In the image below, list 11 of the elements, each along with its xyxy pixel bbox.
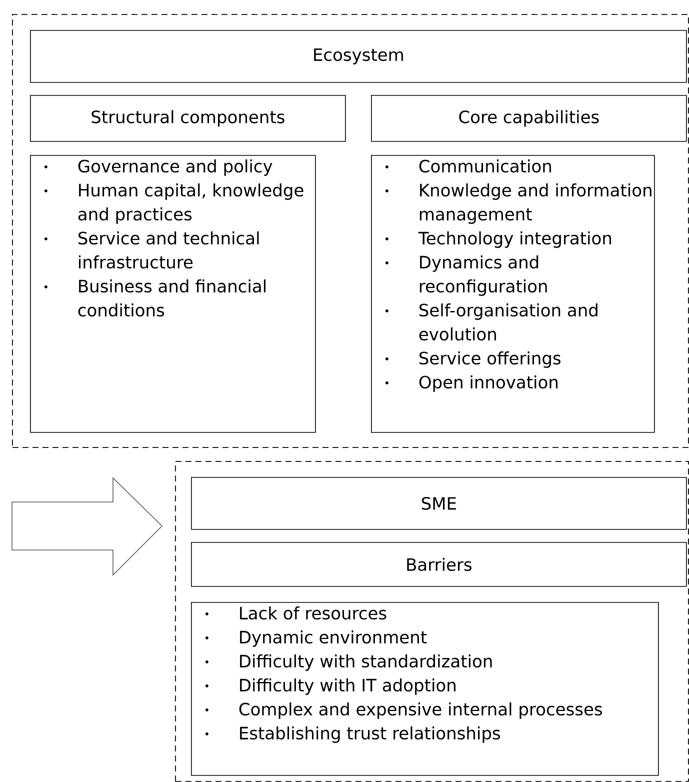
block-arrow: [12, 477, 163, 576]
heading-box: Core capabilities: [371, 95, 687, 142]
heading-box: Structural components: [30, 95, 346, 142]
heading-box: Ecosystem: [30, 30, 687, 83]
heading-box: Barriers: [191, 542, 687, 587]
dashed-group-frame: [12, 14, 689, 448]
bullet-list-box: Lack of resources Dynamic environment Difficulty with standardization Difficulty with IT adoption Complex and expensive internal processes Establishing trust relationships: [191, 602, 659, 776]
bullet-list-box: Communication Knowledge and information management Technology integration Dynamics and reconfiguration Self-organisation and evolution Service offerings Open innovation: [371, 155, 655, 433]
heading-box: SME: [191, 477, 687, 530]
dashed-group-frame: [175, 461, 689, 782]
bullet-list-box: Governance and policy Human capital, knowledge and practices Service and technical infrastructure Business and financial conditions: [30, 155, 316, 433]
